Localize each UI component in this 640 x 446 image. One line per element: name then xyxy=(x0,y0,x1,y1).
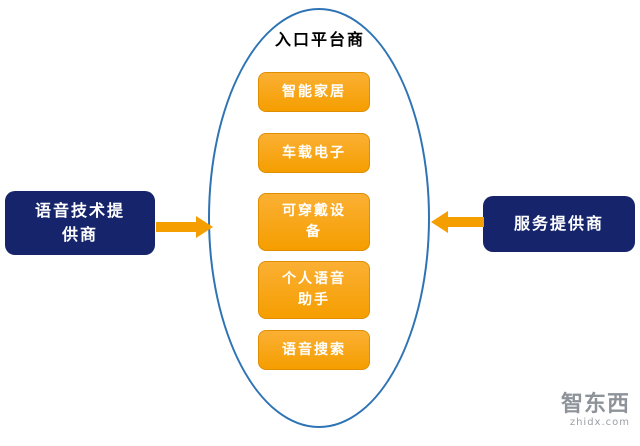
arrow-body xyxy=(156,222,196,232)
service-provider-box: 服务提供商 xyxy=(483,196,635,252)
platform-node-vehicle-electronics: 车载电子 xyxy=(258,133,370,173)
arrow-right-to-center xyxy=(431,211,484,233)
platform-node-label: 车载电子 xyxy=(282,144,346,161)
voice-tech-provider-label: 语音技术提供商 xyxy=(34,201,125,244)
arrow-left-to-center xyxy=(156,216,213,238)
arrow-right-head-icon xyxy=(196,216,213,238)
platform-node-label: 个人语音助手 xyxy=(282,271,346,308)
arrow-body xyxy=(448,217,484,227)
arrow-left-head-icon xyxy=(431,211,448,233)
platform-node-label: 语音搜索 xyxy=(282,341,346,358)
platform-node-personal-voice-assistant: 个人语音助手 xyxy=(258,261,370,319)
diagram-title: 入口平台商 xyxy=(274,30,365,49)
platform-node-smart-home: 智能家居 xyxy=(258,72,370,112)
platform-node-wearables: 可穿戴设备 xyxy=(258,193,370,251)
watermark: 智东西 zhidx.com xyxy=(560,391,630,428)
zhidx-domain: zhidx.com xyxy=(569,417,630,428)
platform-node-voice-search: 语音搜索 xyxy=(258,330,370,370)
service-provider-label: 服务提供商 xyxy=(513,214,604,233)
zhidx-logo: 智东西 xyxy=(560,391,630,417)
platform-node-label: 智能家居 xyxy=(282,83,346,100)
platform-node-label: 可穿戴设备 xyxy=(282,203,346,240)
voice-tech-provider-box: 语音技术提供商 xyxy=(5,191,155,255)
